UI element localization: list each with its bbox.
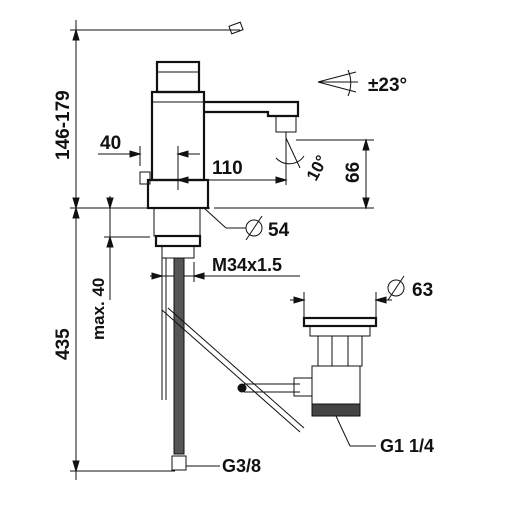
deck-dimension-lines — [104, 196, 150, 300]
waste-trap — [293, 316, 378, 417]
spout-angle-label: 10° — [303, 152, 332, 184]
waste-diameter-lines — [290, 275, 405, 318]
base-diameter-leader — [203, 207, 263, 241]
spout-angle-lines — [275, 137, 305, 169]
base-diameter-label: 54 — [268, 220, 290, 241]
max-deck-label: max. 40 — [89, 278, 108, 340]
swivel-angle-symbol — [317, 69, 358, 97]
spout-height-label: 66 — [343, 162, 364, 183]
waste-thread-leader — [335, 415, 376, 447]
waste-thread-label: G1 1/4 — [380, 436, 434, 456]
supply-thread-label: G3/8 — [222, 456, 261, 476]
height-dimension-lines — [70, 20, 240, 480]
spout-height-lines — [214, 138, 374, 210]
pull-rod — [161, 258, 305, 433]
mount-thread-label: M34x1.5 — [212, 255, 282, 275]
swivel-angle-label: ±23° — [368, 75, 407, 96]
height-range-label: 146-179 — [53, 90, 74, 160]
reach-label: 110 — [212, 158, 243, 179]
handle-offset-label: 40 — [100, 133, 121, 154]
supply-hose — [171, 257, 220, 471]
reach-dimension-lines — [98, 132, 288, 190]
total-height-label: 435 — [53, 328, 74, 360]
waste-diameter-label: 63 — [412, 280, 433, 301]
